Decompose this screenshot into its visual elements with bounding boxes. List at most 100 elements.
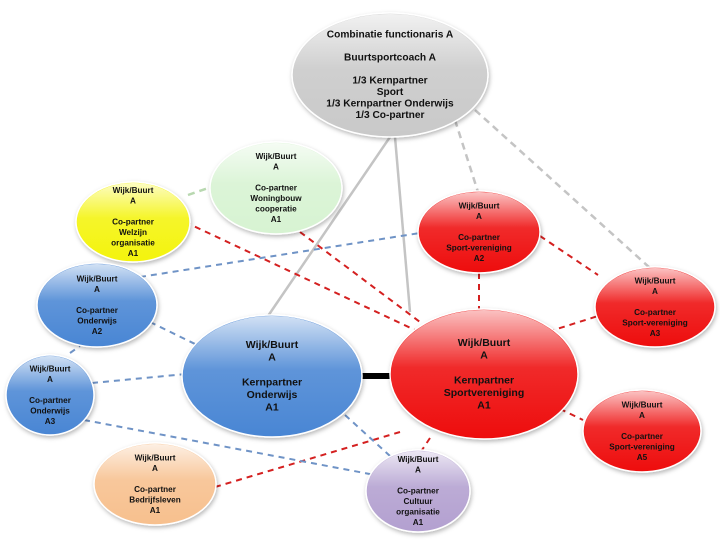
line-center-kern-onderwijs [266, 136, 392, 317]
node-label-line: 1/3 Kernpartner [352, 75, 427, 86]
node-label-line: Buurtsportcoach A [344, 52, 437, 63]
line-sport-a2-sport-a3 [539, 235, 599, 276]
node-label-line: Co-partner [458, 233, 501, 242]
node-highlight [596, 268, 714, 346]
node-highlight [183, 316, 361, 436]
line-welzijn-kern-sport [184, 221, 416, 331]
line-woningbouw-kern-sport [299, 231, 421, 323]
line-onderwijs-a3-kern-onderwijs [91, 373, 187, 384]
node-label-line: Co-partner [134, 485, 177, 494]
node-label-line: Wijk/Buurt [30, 364, 71, 373]
node-label-line: Co-partner [397, 487, 440, 496]
node-label-line: Wijk/Buurt [459, 201, 500, 210]
node-label-line: A [652, 287, 658, 296]
node-label-line: Combinatie functionaris A [327, 29, 454, 40]
node-label-line: Onderwijs [77, 316, 117, 325]
line-onderwijs-a3-onderwijs-a2 [69, 345, 81, 354]
node-label-line: Wijk/Buurt [113, 186, 154, 195]
node-label-line: A [480, 349, 488, 361]
node-label-line: Wijk/Buurt [256, 152, 297, 161]
node-label-line: Wijk/Buurt [622, 400, 663, 409]
node-label-line: Welzijn [119, 228, 147, 237]
node-highlight [584, 391, 700, 471]
line-welzijn-woningbouw [187, 184, 215, 197]
node-label-line: Co-partner [112, 218, 155, 227]
node-label-line: A1 [150, 506, 161, 515]
node-label-line: A1 [265, 401, 279, 413]
node-label-line: Co-partner [76, 306, 119, 315]
node-label-line: Co-partner [621, 432, 664, 441]
node-label-line: Co-partner [29, 396, 72, 405]
node-label-line: A2 [474, 254, 485, 263]
node-label-line: cooperatie [255, 205, 297, 214]
line-center-sport-a2 [453, 119, 480, 193]
node-label-line: Onderwijs [30, 406, 70, 415]
node-center: Combinatie functionaris A Buurtsportcoach… [291, 12, 489, 138]
connection-lines [69, 109, 651, 488]
node-label-line: Sportvereniging [444, 387, 525, 399]
node-highlight [419, 192, 539, 272]
partner-nodes: Combinatie functionaris A Buurtsportcoach… [5, 12, 716, 533]
line-kern-onderwijs-cultuur [344, 414, 391, 457]
line-onderwijs-a2-sport-a2 [139, 232, 421, 278]
node-label-line: A1 [477, 399, 491, 411]
node-label-line: Sport-vereniging [622, 318, 688, 327]
node-label-line: Wijk/Buurt [458, 337, 511, 349]
node-highlight [391, 310, 577, 438]
node-label-line: organisatie [396, 508, 440, 517]
line-onderwijs-a3-cultuur [83, 419, 376, 476]
node-cultuur: Wijk/BuurtACo-partnerCultuurorganisatieA… [365, 449, 471, 533]
node-label-line: A [268, 351, 276, 363]
node-label-line: Wijk/Buurt [135, 453, 176, 462]
node-highlight [211, 143, 341, 233]
node-highlight [77, 183, 189, 261]
node-label-line: A [639, 411, 645, 420]
node-highlight [293, 14, 487, 136]
line-center-sport-a3 [474, 109, 651, 269]
line-onderwijs-a2-kern-onderwijs [149, 321, 196, 345]
node-label-line: A2 [92, 327, 103, 336]
node-label-line: organisatie [111, 239, 155, 248]
node-label-line: Cultuur [403, 497, 433, 506]
node-label-line: A1 [413, 518, 424, 527]
node-label-line: A [130, 197, 136, 206]
node-label-line: Onderwijs [247, 389, 298, 401]
node-label-line: Kernpartner [242, 376, 302, 388]
node-label-line: A1 [271, 215, 282, 224]
node-label-line: A [47, 375, 53, 384]
node-label-line: Woningbouw [250, 194, 302, 203]
node-label-line: Wijk/Buurt [246, 339, 299, 351]
node-highlight [7, 356, 93, 434]
node-label-line: A [476, 212, 482, 221]
node-label-line: Co-partner [634, 308, 677, 317]
node-label-line: Bedrijfsleven [129, 495, 180, 504]
node-highlight [38, 264, 156, 346]
node-label-line: Wijk/Buurt [635, 276, 676, 285]
node-label-line: 1/3 Kernpartner Onderwijs [326, 98, 454, 109]
node-highlight [95, 444, 215, 524]
node-label-line: Co-partner [255, 184, 298, 193]
node-label-line: A3 [45, 417, 56, 426]
node-label-line: A [152, 464, 158, 473]
line-kern-sport-cultuur [421, 437, 431, 451]
node-label-line: Sport-vereniging [446, 243, 512, 252]
node-label-line: A [273, 163, 279, 172]
node-label-line: Sport-vereniging [609, 442, 675, 451]
node-label-line: Kernpartner [454, 374, 514, 386]
node-label-line: A5 [637, 453, 648, 462]
node-label-line: A3 [650, 329, 661, 338]
node-label-line: 1/3 Co-partner [355, 110, 424, 121]
node-label-line: A [415, 466, 421, 475]
node-label-line: A1 [128, 249, 139, 258]
